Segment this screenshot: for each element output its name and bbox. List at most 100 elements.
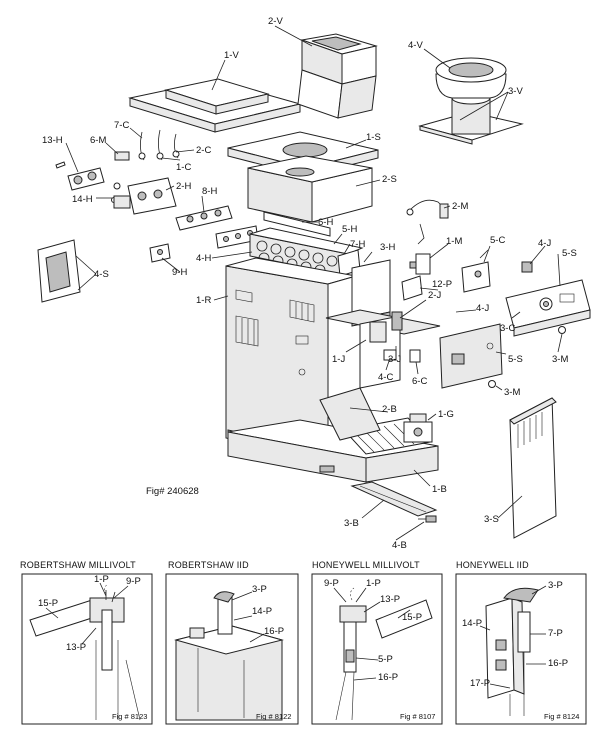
callout: 2-S	[382, 174, 397, 185]
callout: 4-H	[196, 253, 211, 264]
callout: 4-J	[476, 303, 489, 314]
vent-elbow-2v	[297, 33, 378, 119]
part-label: 15-P	[38, 598, 58, 609]
callout: 4-C	[378, 372, 393, 383]
panel-title: HONEYWELL IID	[456, 560, 529, 570]
figure-caption: Fig# 240628	[146, 486, 199, 497]
callout: 1-B	[432, 484, 447, 495]
callout: 6-H	[318, 217, 333, 228]
part-label: 3-P	[548, 580, 563, 591]
callout: 4-S	[94, 269, 109, 280]
part-label: 7-P	[548, 628, 563, 639]
callout: 2-C	[196, 145, 211, 156]
panel-fig-number: Fig # 8124	[544, 712, 579, 721]
callout: 3-H	[380, 242, 395, 253]
callout: 2-J	[428, 290, 441, 301]
callout: 1-R	[196, 295, 211, 306]
control-module-1m	[409, 253, 431, 275]
callout: 4-J	[538, 238, 551, 249]
callout: 6-C	[412, 376, 427, 387]
panel-fig-number: Fig # 8122	[256, 712, 291, 721]
panel-honeywell-millivolt: HONEYWELL MILLIVOLT 9-P 1-P 13-P 15-P 5-…	[311, 560, 443, 725]
flue-collector-2s	[247, 155, 373, 223]
header-gasket-8h	[175, 205, 233, 231]
panel-title: ROBERTSHAW MILLIVOLT	[20, 560, 136, 570]
callout: 1-V	[224, 50, 239, 61]
part-label: 14-P	[462, 618, 482, 629]
callout: 1-M	[446, 236, 462, 247]
callout: 2-V	[268, 16, 283, 27]
control-panel-5s	[505, 279, 591, 337]
draft-hood-1v	[128, 78, 302, 133]
callout: 3-M	[504, 387, 520, 398]
callout: 13-H	[42, 135, 63, 146]
part-label: 15-P	[402, 612, 422, 623]
callout: 12-P	[432, 279, 452, 290]
part-label: 16-P	[264, 626, 284, 637]
callout: 4-V	[408, 40, 423, 51]
callout: 1-S	[366, 132, 381, 143]
callout: 3-V	[508, 86, 523, 97]
callout: 3-B	[344, 518, 359, 529]
panel-robertshaw-millivolt: ROBERTSHAW MILLIVOLT 1-P 9-P 15-P 13-P F…	[20, 560, 153, 725]
pilot-burner-4c	[383, 349, 397, 361]
part-label: 13-P	[380, 594, 400, 605]
callout: 2-B	[382, 404, 397, 415]
panel-honeywell-iid: HONEYWELL IID 3-P 14-P 7-P 16-P 17-P Fig…	[455, 560, 587, 725]
orifice-4b	[418, 515, 437, 523]
control-compartment	[325, 259, 503, 389]
part-label: 13-P	[66, 642, 86, 653]
callout: 1-J	[332, 354, 345, 365]
burner-tube-2b	[319, 387, 381, 441]
panel-fig-number: Fig # 8123	[112, 712, 147, 721]
part-label: 3-P	[252, 584, 267, 595]
callout: 2-M	[452, 201, 468, 212]
callout: 7-H	[350, 239, 365, 250]
callout: 5-S	[508, 354, 523, 365]
part-label: 16-P	[548, 658, 568, 669]
manifold-3b	[350, 481, 438, 517]
callout: 5-C	[490, 235, 505, 246]
part-label: 9-P	[126, 576, 141, 587]
part-label: 1-P	[366, 578, 381, 589]
callout: 2-H	[176, 181, 191, 192]
leader-lines	[65, 25, 563, 541]
vent-stack-4v	[418, 57, 524, 145]
part-label: 17-P	[470, 678, 490, 689]
gasket-4s	[37, 239, 81, 303]
part-label: 1-P	[94, 574, 109, 585]
callout: 9-H	[172, 267, 187, 278]
panel-title: ROBERTSHAW IID	[168, 560, 249, 570]
callout: 3-S	[484, 514, 499, 525]
panel-4j	[521, 261, 533, 273]
panel-fig-number: Fig # 8107	[400, 712, 435, 721]
callout: 7-C	[114, 120, 129, 131]
side-panel-3s	[509, 397, 557, 539]
thermostat-parts	[55, 129, 180, 215]
callout: 1-C	[176, 162, 191, 173]
callout: 14-H	[72, 194, 93, 205]
part-label: 9-P	[324, 578, 339, 589]
callout: 4-B	[392, 540, 407, 551]
callout: 1-G	[438, 409, 454, 420]
callout: 3-J	[388, 354, 401, 365]
igniter-2m	[406, 199, 449, 245]
bracket-9h	[149, 243, 171, 263]
base-tray-1b	[227, 417, 439, 483]
control-bracket-5c	[461, 249, 491, 293]
part-label: 5-P	[378, 654, 393, 665]
panel-title: HONEYWELL MILLIVOLT	[312, 560, 420, 570]
callout: 5-H	[342, 224, 357, 235]
callout: 3-M	[552, 354, 568, 365]
callout: 3-C	[500, 323, 515, 334]
gas-valve-1g	[403, 413, 433, 443]
panel-robertshaw-iid: ROBERTSHAW IID 3-P 14-P 16-P Fig # 8122	[165, 560, 299, 725]
callout-labels: 2-V 1-V 4-V 3-V 1-S 2-S 7-C 6-M 13-H 2-C…	[42, 16, 577, 551]
screws-3m	[488, 326, 566, 388]
callout: 5-S	[562, 248, 577, 259]
callout: 8-H	[202, 186, 217, 197]
callout: 6-M	[90, 135, 106, 146]
part-label: 16-P	[378, 672, 398, 683]
heat-exchanger	[215, 211, 364, 277]
